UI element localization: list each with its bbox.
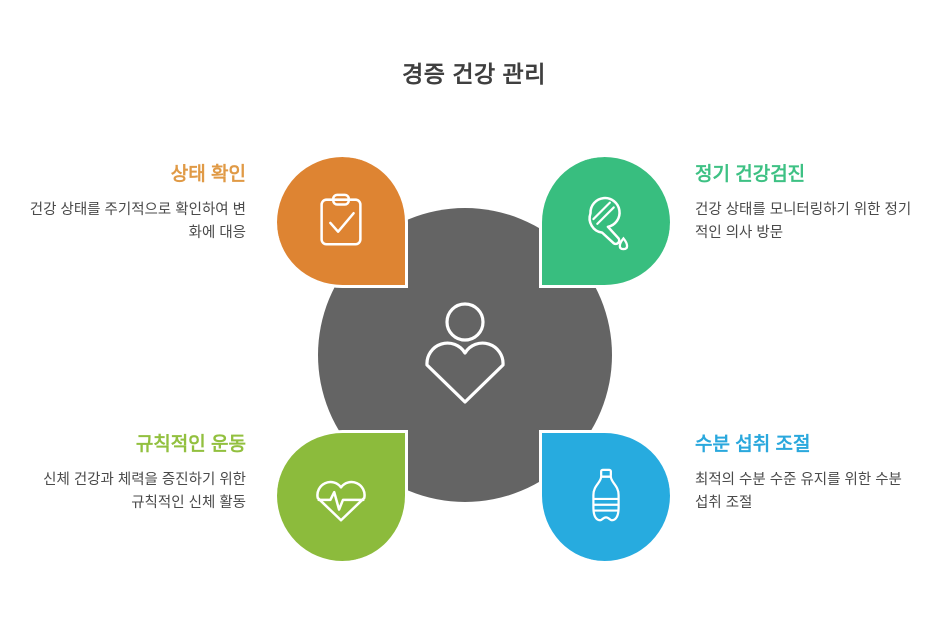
text-block-regular-exercise: 규칙적인 운동 신체 건강과 체력을 증진하기 위한 규칙적인 신체 활동 [28, 433, 246, 516]
clipboard-check-icon [320, 193, 362, 246]
body-hydration-control: 최적의 수분 수준 유지를 위한 수분 섭취 조절 [695, 471, 902, 512]
water-bottle-icon [592, 468, 620, 522]
page-title: 경증 건강 관리 [402, 61, 546, 87]
heart-pulse-icon [316, 480, 366, 522]
text-block-hydration-control: 수분 섭취 조절 최적의 수분 수준 유지를 위한 수분 섭취 조절 [695, 433, 913, 516]
body-regular-checkup: 건강 상태를 모니터링하기 위한 정기적인 의사 방문 [695, 201, 912, 242]
petal-hydration-control[interactable] [539, 430, 670, 561]
dropper-pipette-icon [588, 196, 629, 251]
petal-status-check[interactable] [277, 157, 408, 288]
text-block-status-check: 상태 확인 건강 상태를 주기적으로 확인하여 변화에 대응 [28, 163, 246, 246]
heading-status-check: 상태 확인 [170, 164, 246, 185]
petal-regular-exercise[interactable] [277, 430, 408, 561]
body-status-check: 건강 상태를 주기적으로 확인하여 변화에 대응 [29, 201, 246, 242]
heading-regular-checkup: 정기 건강검진 [695, 164, 806, 185]
text-block-regular-checkup: 정기 건강검진 건강 상태를 모니터링하기 위한 정기적인 의사 방문 [695, 163, 913, 246]
petal-regular-checkup[interactable] [539, 157, 670, 288]
heading-regular-exercise: 규칙적인 운동 [135, 434, 246, 455]
body-regular-exercise: 신체 건강과 체력을 증진하기 위한 규칙적인 신체 활동 [43, 471, 246, 512]
person-heart-icon [425, 302, 505, 404]
heading-hydration-control: 수분 섭취 조절 [695, 434, 811, 455]
